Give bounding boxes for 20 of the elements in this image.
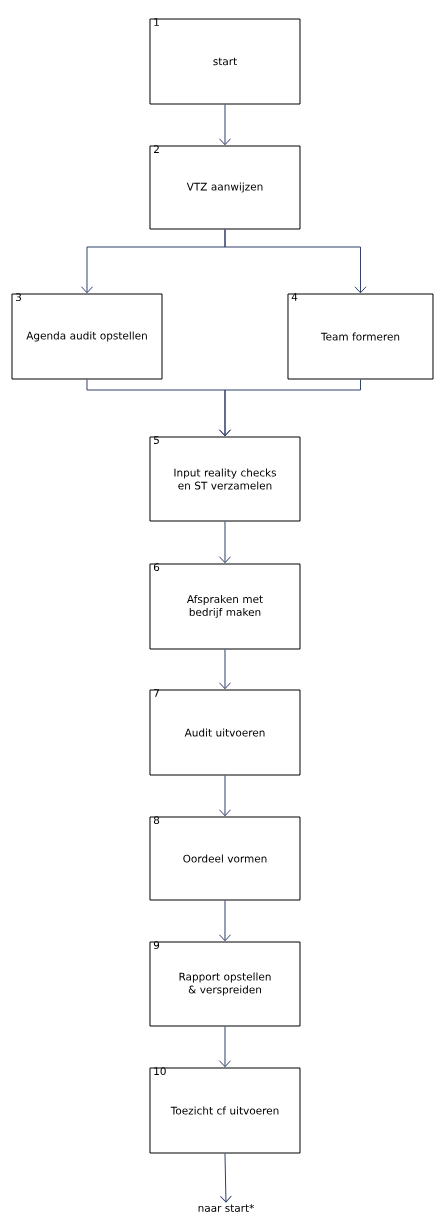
step-number: 10 (154, 1067, 166, 1076)
step-number: 7 (154, 689, 159, 697)
step-number: 5 (154, 436, 159, 444)
step-number: 9 (153, 941, 160, 950)
arrow (219, 900, 231, 942)
step-number: 1 (154, 18, 159, 26)
arrow (219, 1026, 231, 1068)
step-number: 6 (153, 563, 160, 572)
arrow (219, 775, 231, 817)
step-number: 4 (291, 293, 298, 301)
step-number: 3 (16, 293, 21, 302)
arrow (219, 379, 361, 437)
step-number: 2 (153, 145, 159, 153)
arrow (219, 521, 231, 564)
arrow (219, 104, 231, 146)
arrow (219, 649, 231, 690)
end-text: naar start* (198, 1204, 254, 1212)
step-number: 8 (153, 816, 160, 825)
arrow (224, 229, 367, 294)
arrow (219, 1153, 232, 1203)
